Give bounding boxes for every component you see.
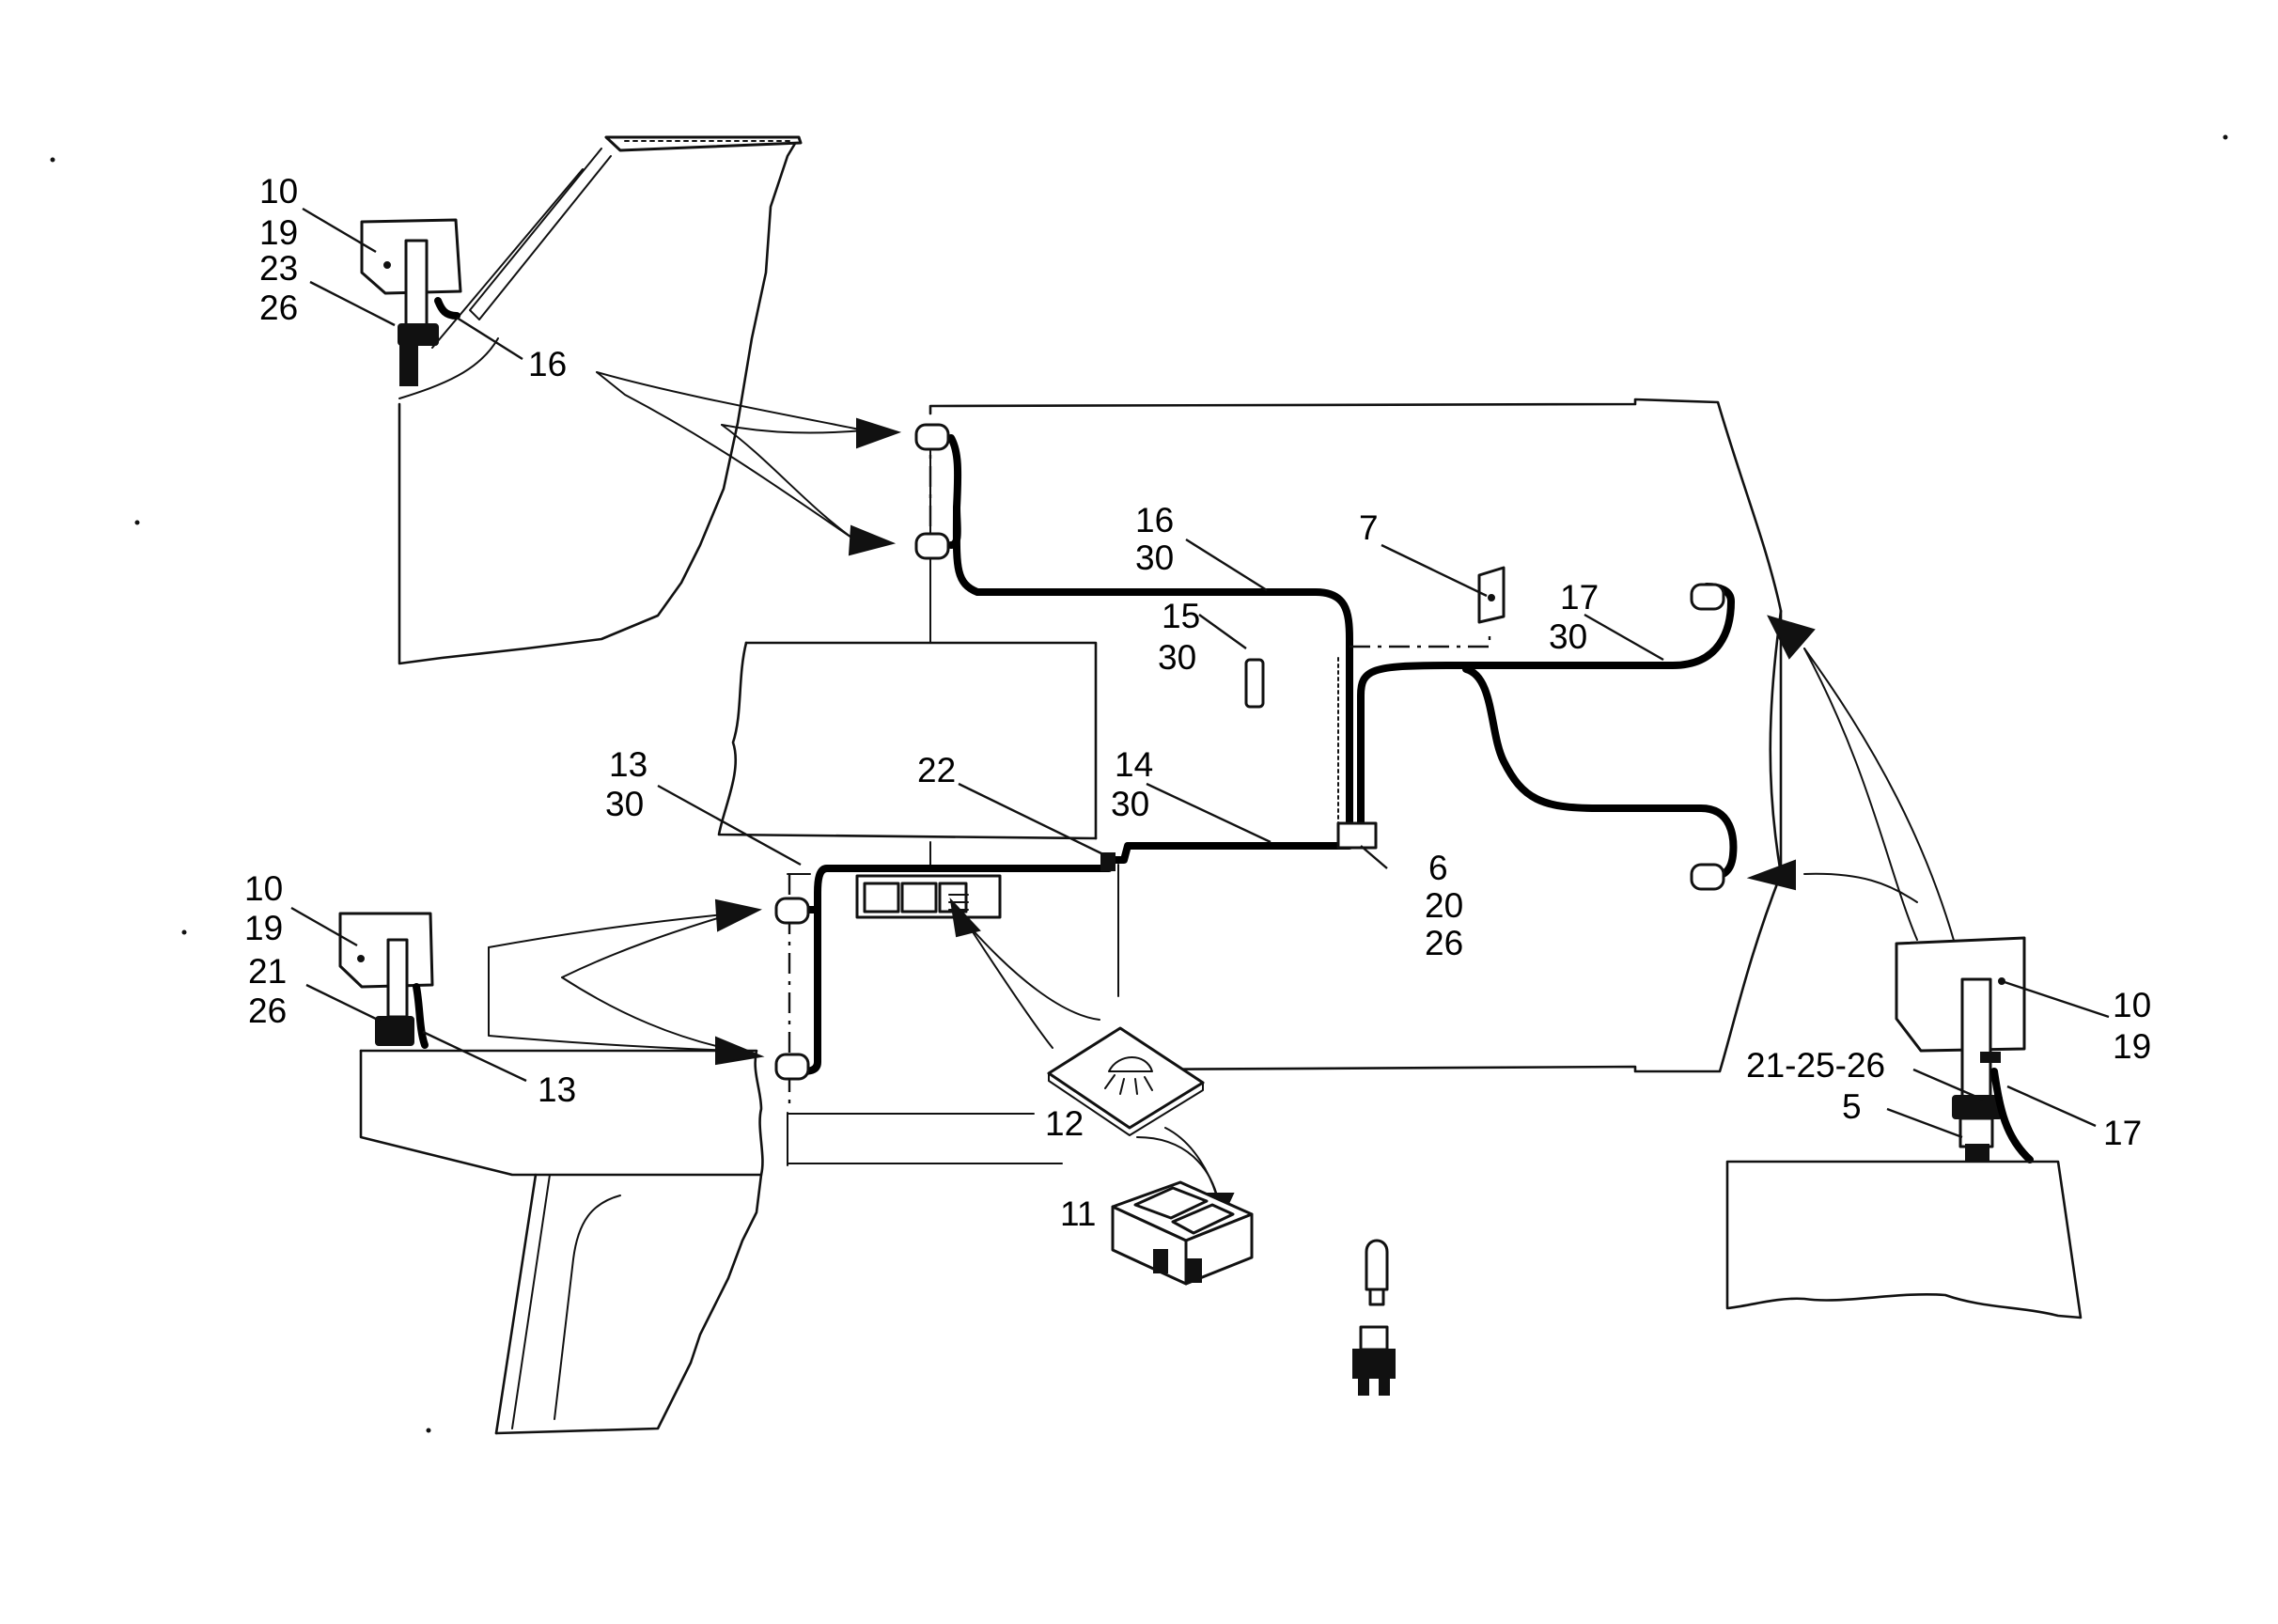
scan-specks xyxy=(50,134,2228,1433)
label-cable-13-b: 30 xyxy=(605,785,644,823)
label-cable-14-b: 30 xyxy=(1111,785,1149,823)
relay-link xyxy=(1350,630,1491,648)
connector-22 xyxy=(1100,852,1116,871)
label-cable-16-a: 16 xyxy=(1135,501,1174,539)
fuse-15 xyxy=(1244,658,1265,709)
label-junction-6-b: 20 xyxy=(1425,886,1463,925)
label-cable-14-a: 14 xyxy=(1115,745,1153,784)
switch-cover-12 xyxy=(1047,1026,1205,1136)
label-bottom-left-cable: 13 xyxy=(538,1070,576,1109)
cable-upper-lamp-link xyxy=(947,504,961,549)
label-cable-17-b: 30 xyxy=(1549,617,1587,656)
leader-lines xyxy=(290,207,2110,1139)
label-bottom-left-unit-b: 19 xyxy=(244,909,283,947)
label-cable-13-a: 13 xyxy=(609,745,648,784)
label-cable-16-b: 30 xyxy=(1135,539,1174,577)
switch-panel xyxy=(855,874,1002,919)
label-fuse-15-a: 15 xyxy=(1162,597,1200,635)
cable-17 xyxy=(1357,583,1735,831)
label-top-left-unit-b: 19 xyxy=(259,213,298,252)
label-bottom-left-socket-b: 26 xyxy=(248,992,287,1030)
label-top-left-unit-a: 10 xyxy=(259,172,298,211)
rocker-switch-11 xyxy=(1111,1180,1254,1286)
bottom-left-lamp-unit xyxy=(338,912,434,1049)
right-body-panel xyxy=(1725,1160,2083,1320)
callout-labels: 10 19 23 26 16 16 30 15 30 7 17 30 13 30… xyxy=(244,172,2151,1233)
label-connector-22: 22 xyxy=(917,751,956,789)
label-right-unit-b: 19 xyxy=(2113,1027,2151,1066)
label-top-left-socket-a: 23 xyxy=(259,249,298,288)
lamp-connectors xyxy=(774,423,1725,1081)
cable-14 xyxy=(1105,842,1353,864)
spare-bulb xyxy=(1365,1239,1389,1306)
label-fuse-15-b: 30 xyxy=(1158,638,1196,677)
label-right-base: 5 xyxy=(1842,1087,1862,1126)
label-junction-6-a: 6 xyxy=(1428,849,1448,887)
cable-16 xyxy=(947,434,1353,831)
label-bottom-left-unit-a: 10 xyxy=(244,869,283,908)
spare-relay xyxy=(1352,1325,1396,1396)
label-right-unit-a: 10 xyxy=(2113,986,2151,1024)
label-switch-cover-12: 12 xyxy=(1045,1104,1084,1143)
junction-block-6 xyxy=(1336,821,1378,850)
cable-17-lower xyxy=(1462,665,1738,881)
relay-7 xyxy=(1477,566,1506,624)
harness-cables xyxy=(797,434,1738,1075)
label-top-left-socket-b: 26 xyxy=(259,289,298,327)
label-bottom-left-socket-a: 21 xyxy=(248,952,287,991)
top-left-lamp-unit xyxy=(360,218,462,386)
label-relay-7: 7 xyxy=(1359,508,1379,547)
label-right-socket: 21-25-26 xyxy=(1746,1046,1885,1085)
left-lower-panel xyxy=(359,1049,764,1435)
left-pointer-arrows xyxy=(488,371,902,1066)
label-cable-17-a: 17 xyxy=(1560,578,1599,617)
right-pointer-arrows xyxy=(1746,615,1956,945)
switch-cover-arrow xyxy=(949,897,1100,1049)
label-switch-11: 11 xyxy=(1060,1195,1096,1233)
right-lamp-unit xyxy=(1895,936,2034,1163)
cab-outline xyxy=(717,398,1783,1166)
label-right-cable: 17 xyxy=(2103,1114,2142,1152)
left-upper-panel xyxy=(398,135,803,665)
label-junction-6-c: 26 xyxy=(1425,924,1463,962)
label-top-left-cable: 16 xyxy=(528,345,567,383)
